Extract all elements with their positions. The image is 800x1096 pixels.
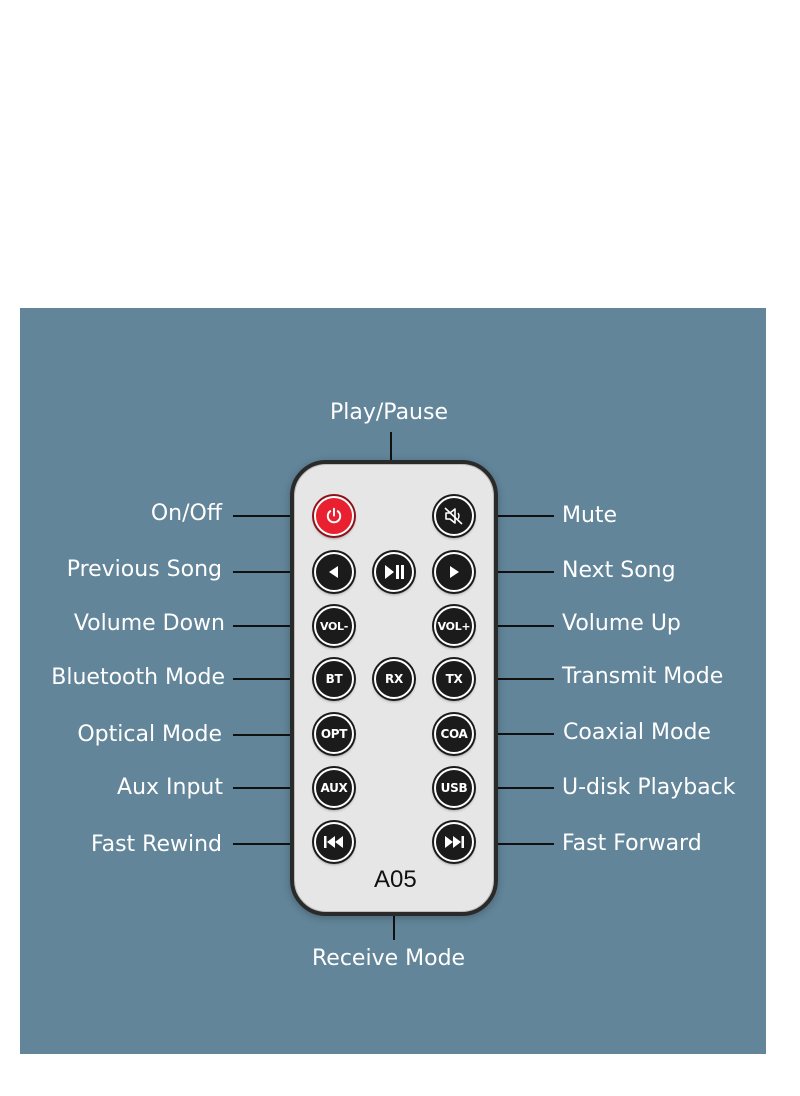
label-u-disk-playback: U-disk Playback: [562, 775, 736, 800]
label-bluetooth-mode: Bluetooth Mode: [51, 665, 225, 690]
previous-button[interactable]: [314, 552, 354, 592]
transmit-mode-button[interactable]: TX: [434, 659, 474, 699]
optical-mode-button[interactable]: OPT: [314, 714, 354, 754]
bluetooth-mode-label: BT: [325, 672, 343, 686]
leader-line-volume-down: [233, 625, 313, 627]
volume-down-label: VOL-: [319, 619, 349, 633]
leader-line-optical-mode: [233, 734, 313, 736]
leader-line-aux-input: [233, 787, 313, 789]
leader-line-next-song: [474, 571, 554, 573]
optical-mode-label: OPT: [320, 727, 348, 741]
label-fast-rewind: Fast Rewind: [90, 832, 222, 857]
coaxial-mode-label: COA: [440, 727, 468, 741]
coaxial-mode-button[interactable]: COA: [434, 714, 474, 754]
fast-forward-button[interactable]: [434, 822, 474, 862]
usb-playback-button[interactable]: USB: [434, 768, 474, 808]
fast-rewind-button[interactable]: [314, 822, 354, 862]
mute-button[interactable]: [434, 496, 474, 536]
receive-mode-label: RX: [385, 672, 403, 686]
usb-playback-label: USB: [440, 781, 468, 795]
label-previous-song: Previous Song: [66, 557, 222, 582]
leader-line-bluetooth-mode: [233, 678, 313, 680]
volume-down-button[interactable]: VOL-: [314, 606, 354, 646]
model-number: A05: [374, 866, 417, 893]
label-on-off: On/Off: [150, 501, 222, 526]
play-pause-icon: [383, 564, 405, 580]
label-optical-mode: Optical Mode: [77, 722, 222, 747]
label-play-pause: Play/Pause: [330, 400, 448, 425]
leader-line-volume-up: [474, 625, 554, 627]
volume-up-label: VOL+: [437, 619, 471, 633]
label-fast-forward: Fast Forward: [562, 831, 702, 856]
leader-line-previous-song: [233, 571, 313, 573]
label-volume-down: Volume Down: [73, 611, 225, 636]
leader-line-coaxial-mode: [474, 733, 554, 735]
leader-line-on-off: [233, 515, 313, 517]
label-coaxial-mode: Coaxial Mode: [563, 720, 711, 745]
next-button[interactable]: [434, 552, 474, 592]
label-transmit-mode: Transmit Mode: [562, 664, 724, 689]
play-pause-button[interactable]: [374, 552, 414, 592]
bluetooth-mode-button[interactable]: BT: [314, 659, 354, 699]
aux-input-label: AUX: [320, 781, 348, 795]
label-next-song: Next Song: [562, 558, 676, 583]
leader-line-fast-forward: [474, 843, 554, 845]
label-volume-up: Volume Up: [562, 611, 681, 636]
label-aux-input: Aux Input: [117, 775, 223, 800]
mute-icon: [443, 505, 465, 527]
label-receive-mode: Receive Mode: [312, 946, 466, 971]
fast-forward-icon: [443, 835, 465, 849]
label-mute: Mute: [562, 503, 618, 528]
leader-line-transmit-mode: [474, 678, 554, 680]
receive-mode-button[interactable]: RX: [374, 659, 414, 699]
previous-icon: [326, 564, 342, 580]
fast-rewind-icon: [323, 835, 345, 849]
transmit-mode-label: TX: [445, 672, 463, 686]
leader-line-mute: [474, 515, 554, 517]
power-icon: [325, 507, 343, 525]
leader-line-u-disk-playback: [474, 787, 554, 789]
volume-up-button[interactable]: VOL+: [434, 606, 474, 646]
leader-line-fast-rewind: [233, 843, 313, 845]
aux-input-button[interactable]: AUX: [314, 768, 354, 808]
power-button[interactable]: [314, 496, 354, 536]
next-icon: [446, 564, 462, 580]
